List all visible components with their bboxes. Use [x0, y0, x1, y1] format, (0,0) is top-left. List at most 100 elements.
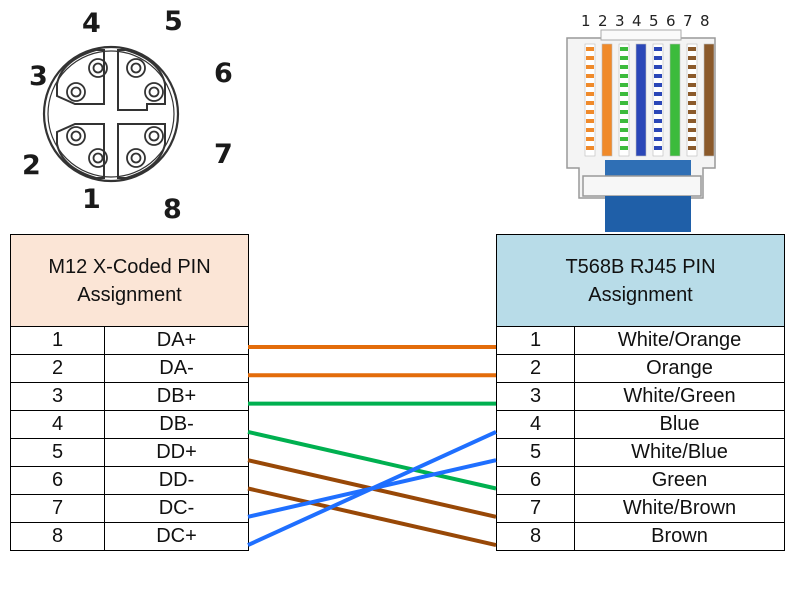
pin-cell: 6: [496, 466, 575, 495]
color-cell: White/Brown: [573, 494, 786, 523]
rj45-wire-stripe: [620, 65, 628, 69]
rj45-wire-stripe: [688, 83, 696, 87]
pin-cell: 7: [496, 494, 575, 523]
m12-pin-label: 5: [164, 6, 183, 37]
rj45-wire: [669, 43, 681, 157]
rj45-wire-stripe: [586, 119, 594, 123]
rj45-wire-stripe: [688, 74, 696, 78]
rj45-wire-stripe: [586, 47, 594, 51]
pin-cell: 3: [496, 382, 575, 411]
wire-line: [247, 458, 497, 519]
rj45-wire-stripe: [620, 56, 628, 60]
rj45-wire: [635, 43, 647, 157]
rj45-wire-stripe: [654, 101, 662, 105]
pin-cell: 2: [10, 354, 105, 383]
rj45-wire: [584, 43, 596, 157]
color-cell: Orange: [573, 354, 786, 383]
rj45-pin-label: 1: [581, 12, 591, 30]
color-cell: White/Green: [573, 382, 786, 411]
rj45-wire: [652, 43, 664, 157]
color-cell: Green: [573, 466, 786, 495]
rj45-wire-stripe: [654, 47, 662, 51]
signal-cell: DA+: [103, 326, 250, 355]
table-header-row: T568B RJ45 PIN Assignment: [495, 234, 786, 327]
rj45-pin-label: 5: [649, 12, 659, 30]
pin-cell: 5: [496, 438, 575, 467]
m12-pin-label: 2: [22, 150, 41, 181]
rj45-wire: [703, 43, 715, 157]
rj45-wire-stripe: [620, 146, 628, 150]
pin-cell: 1: [496, 326, 575, 355]
rj45-wire-stripe: [586, 101, 594, 105]
rj45-wire-stripe: [620, 101, 628, 105]
rj45-wire-stripe: [688, 137, 696, 141]
rj45-wire-stripe: [654, 83, 662, 87]
rj45-wire-stripe: [688, 146, 696, 150]
rj45-wire-stripe: [620, 137, 628, 141]
rj45-wire: [686, 43, 698, 157]
rj45-table-header: T568B RJ45 PIN Assignment: [495, 234, 786, 327]
rj45-wire-stripe: [688, 128, 696, 132]
pin-cell: 2: [496, 354, 575, 383]
rj45-wire-stripe: [688, 101, 696, 105]
wire-line: [247, 458, 497, 519]
signal-cell: DA-: [103, 354, 250, 383]
rj45-wire-stripe: [654, 92, 662, 96]
rj45-wire-stripe: [586, 92, 594, 96]
signal-cell: DC+: [103, 522, 250, 551]
color-cell: White/Blue: [573, 438, 786, 467]
pin-cell: 1: [10, 326, 105, 355]
rj45-wire-stripe: [688, 65, 696, 69]
pin-cell: 8: [496, 522, 575, 551]
wire-line: [247, 486, 497, 548]
rj45-pin-label: 8: [700, 12, 710, 30]
table-header-row: M12 X-Coded PIN Assignment: [9, 234, 250, 327]
pin-cell: 7: [10, 494, 105, 523]
rj45-wire-stripe: [620, 74, 628, 78]
signal-cell: DB-: [103, 410, 250, 439]
rj45-wire-stripe: [586, 128, 594, 132]
color-cell: Brown: [573, 522, 786, 551]
rj45-wire-stripe: [586, 56, 594, 60]
m12-table-header: M12 X-Coded PIN Assignment: [9, 234, 250, 327]
rj45-wire-stripe: [586, 146, 594, 150]
rj45-wire-stripe: [688, 47, 696, 51]
m12-connector-face: [42, 45, 180, 183]
m12-pin-label: 8: [163, 194, 182, 225]
rj45-wire-stripe: [620, 92, 628, 96]
header-line: Assignment: [77, 283, 182, 306]
rj45-wire-stripe: [586, 65, 594, 69]
header-line: Assignment: [588, 283, 693, 306]
rj45-wire-stripe: [620, 47, 628, 51]
rj45-wire-stripe: [620, 128, 628, 132]
pin-cell: 8: [10, 522, 105, 551]
pin-cell: 4: [496, 410, 575, 439]
rj45-wire-stripe: [654, 65, 662, 69]
wire-line: [247, 430, 497, 547]
rj45-wire-stripe: [586, 83, 594, 87]
rj45-wire-stripe: [586, 137, 594, 141]
rj45-wire-stripe: [654, 146, 662, 150]
rj45-wire-stripe: [620, 119, 628, 123]
rj45-wire-stripe: [586, 110, 594, 114]
rj45-pin-label: 2: [598, 12, 608, 30]
m12-pin-label: 1: [82, 184, 101, 215]
rj45-wire-stripe: [688, 119, 696, 123]
m12-pin-label: 7: [214, 139, 233, 170]
rj45-pin-label: 7: [683, 12, 693, 30]
pin-cell: 5: [10, 438, 105, 467]
signal-cell: DC-: [103, 494, 250, 523]
